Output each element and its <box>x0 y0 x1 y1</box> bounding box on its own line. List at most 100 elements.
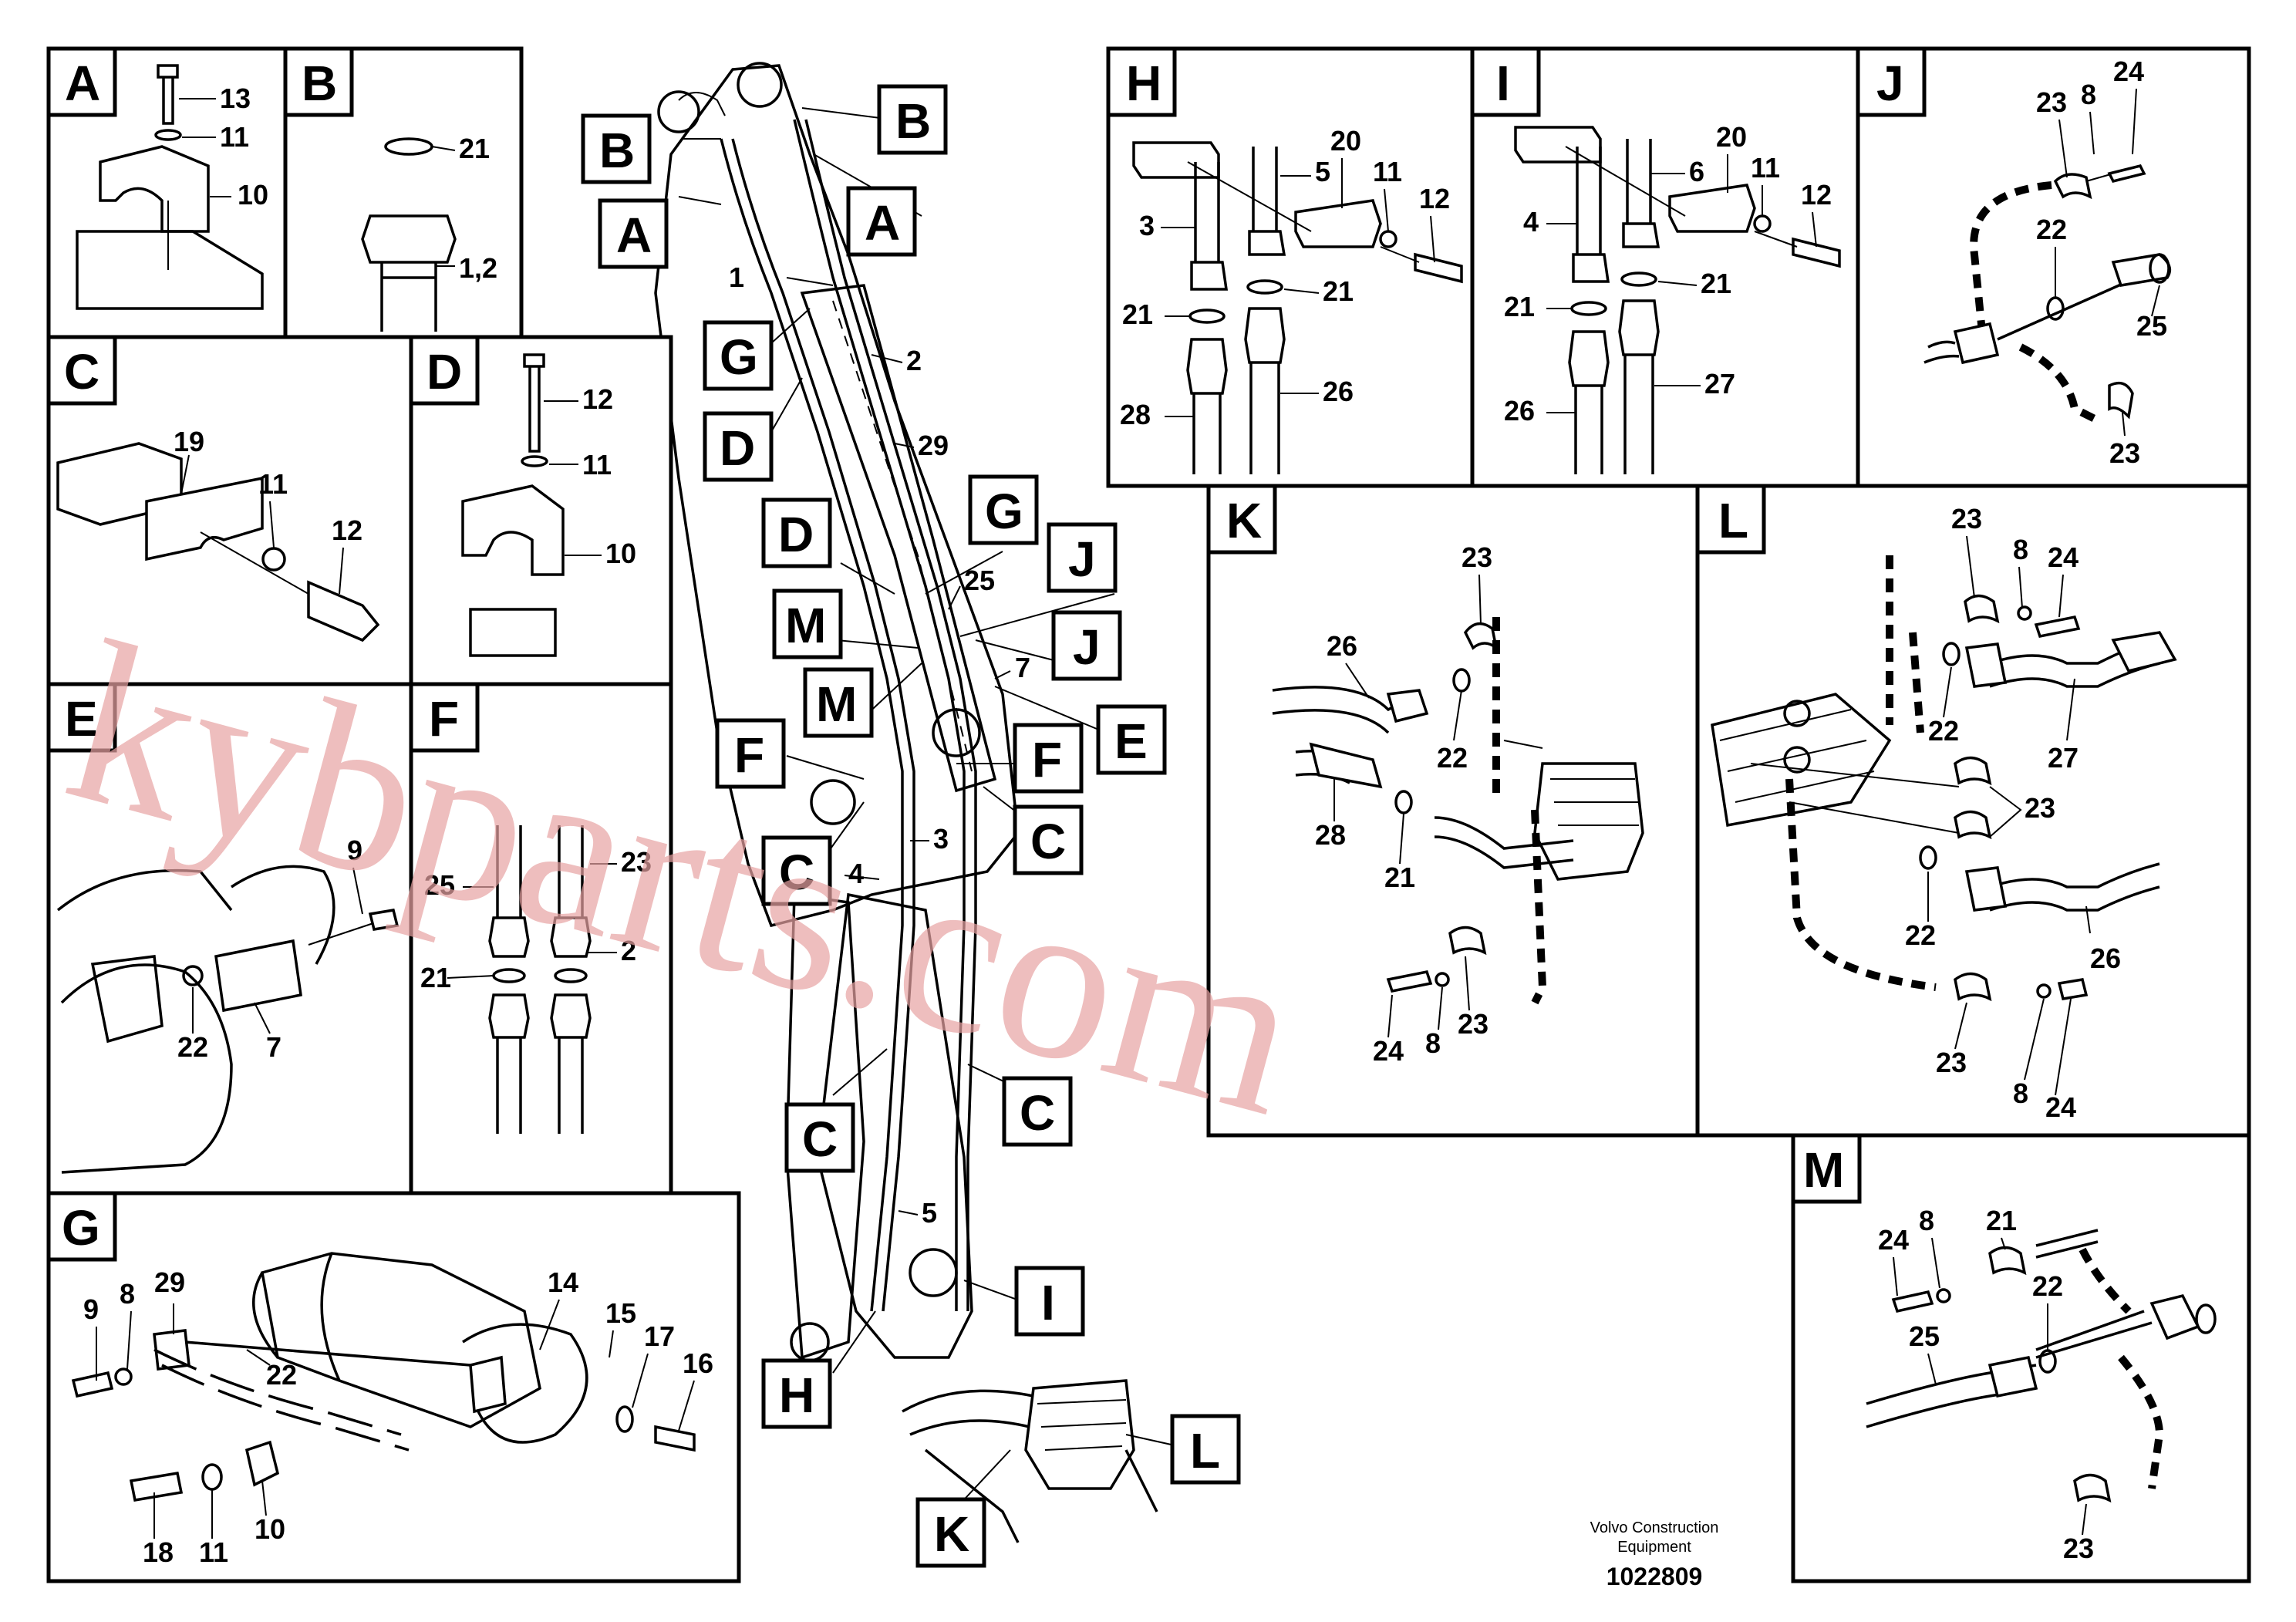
svg-text:B: B <box>599 123 635 178</box>
svg-text:6: 6 <box>1689 156 1704 187</box>
callout-5: 5 <box>922 1197 937 1229</box>
svg-text:26: 26 <box>1327 630 1357 662</box>
panel-G: G 9 8 29 22 14 15 17 16 18 11 10 <box>46 1191 741 1583</box>
tag-B-right: B <box>877 84 948 155</box>
svg-text:10: 10 <box>238 179 268 211</box>
svg-text:23: 23 <box>2109 437 2140 469</box>
svg-text:G: G <box>62 1200 100 1256</box>
svg-text:J: J <box>1073 619 1101 675</box>
svg-text:C: C <box>64 344 99 400</box>
tag-L: L <box>1170 1414 1241 1485</box>
svg-text:21: 21 <box>1701 268 1731 299</box>
svg-text:L: L <box>1190 1423 1220 1479</box>
svg-text:F: F <box>1032 732 1062 787</box>
panel-I: I 20 6 11 12 4 21 21 26 27 <box>1470 46 1860 488</box>
main-tags: B A B A G D D G J M J M E F F C C C C I … <box>581 84 1241 1568</box>
svg-text:K: K <box>1226 493 1262 548</box>
svg-text:8: 8 <box>2013 1077 2028 1109</box>
panel-F: F 25 23 21 2 <box>409 682 673 1195</box>
svg-text:L: L <box>1718 493 1748 548</box>
svg-text:B: B <box>302 56 337 111</box>
panel-E: E 9 22 7 <box>46 682 413 1195</box>
svg-text:15: 15 <box>605 1297 636 1329</box>
svg-text:22: 22 <box>177 1031 208 1063</box>
svg-text:8: 8 <box>2081 79 2096 110</box>
svg-text:3: 3 <box>1139 210 1155 241</box>
tag-H: H <box>761 1358 832 1429</box>
callout-3: 3 <box>933 823 949 855</box>
svg-text:8: 8 <box>1425 1027 1441 1059</box>
svg-text:23: 23 <box>1951 503 1982 534</box>
panel-A: A 13 11 10 <box>46 46 288 339</box>
svg-text:24: 24 <box>2048 541 2079 573</box>
svg-text:21: 21 <box>459 133 490 164</box>
svg-text:I: I <box>1496 56 1510 111</box>
svg-text:22: 22 <box>266 1359 297 1391</box>
svg-text:K: K <box>934 1506 969 1562</box>
svg-text:13: 13 <box>220 83 251 114</box>
svg-text:28: 28 <box>1120 399 1151 430</box>
callout-29: 29 <box>918 430 949 461</box>
svg-text:11: 11 <box>582 449 612 481</box>
svg-text:D: D <box>720 420 755 476</box>
svg-text:23: 23 <box>621 846 652 878</box>
svg-text:28: 28 <box>1315 819 1346 851</box>
footer: Volvo Construction Equipment 1022809 <box>1590 1519 1719 1590</box>
panel-B: B 21 1,2 <box>283 46 524 339</box>
tag-C-right-upper: C <box>1013 804 1084 875</box>
tag-I: I <box>1014 1266 1085 1337</box>
tag-C-left-lower: C <box>784 1102 855 1173</box>
svg-text:18: 18 <box>143 1536 174 1568</box>
main-assembly: 1 2 29 25 7 3 4 5 <box>654 62 1196 1543</box>
svg-text:12: 12 <box>582 383 613 415</box>
tag-B-left: B <box>581 113 652 184</box>
svg-text:20: 20 <box>1716 121 1747 153</box>
svg-text:21: 21 <box>1384 862 1415 893</box>
svg-text:H: H <box>1126 56 1161 111</box>
callout-1: 1 <box>729 261 744 293</box>
svg-text:D: D <box>426 344 462 400</box>
tag-M-lower: M <box>803 667 874 738</box>
svg-text:5: 5 <box>1315 156 1330 187</box>
svg-text:11: 11 <box>1751 152 1780 184</box>
svg-text:A: A <box>616 207 652 263</box>
svg-text:8: 8 <box>1919 1205 1934 1236</box>
svg-text:B: B <box>895 93 931 149</box>
svg-text:C: C <box>802 1111 838 1167</box>
svg-text:21: 21 <box>1122 298 1153 330</box>
svg-text:14: 14 <box>548 1266 578 1298</box>
tag-C-left-upper: C <box>761 835 832 906</box>
company-line-2: Equipment <box>1617 1539 1691 1556</box>
tag-J-upper: J <box>1047 522 1118 593</box>
svg-text:10: 10 <box>605 538 636 569</box>
svg-text:D: D <box>778 507 814 562</box>
svg-text:16: 16 <box>683 1347 713 1379</box>
svg-text:21: 21 <box>1504 291 1535 322</box>
svg-text:26: 26 <box>2090 943 2121 974</box>
svg-text:21: 21 <box>420 962 451 993</box>
svg-text:12: 12 <box>1801 179 1832 211</box>
svg-text:M: M <box>785 598 826 653</box>
tag-D-mid: D <box>761 497 832 568</box>
svg-text:27: 27 <box>1704 368 1735 400</box>
svg-text:23: 23 <box>1462 541 1492 573</box>
tag-C-right-lower: C <box>1002 1076 1073 1147</box>
panel-D: D 12 11 10 <box>409 335 673 686</box>
svg-text:21: 21 <box>1323 275 1354 307</box>
svg-text:8: 8 <box>120 1278 135 1310</box>
callout-25: 25 <box>964 565 995 596</box>
svg-text:26: 26 <box>1323 376 1354 407</box>
svg-text:F: F <box>429 691 459 747</box>
svg-text:J: J <box>1068 531 1096 587</box>
svg-text:9: 9 <box>347 835 362 866</box>
svg-text:11: 11 <box>1373 156 1402 187</box>
svg-text:1,2: 1,2 <box>459 252 497 284</box>
svg-text:9: 9 <box>83 1293 99 1325</box>
svg-text:8: 8 <box>2013 534 2028 565</box>
svg-text:23: 23 <box>2063 1533 2094 1564</box>
svg-text:I: I <box>1041 1275 1055 1330</box>
svg-text:7: 7 <box>266 1031 282 1063</box>
svg-text:24: 24 <box>1373 1035 1404 1067</box>
company-line-1: Volvo Construction <box>1590 1519 1719 1536</box>
